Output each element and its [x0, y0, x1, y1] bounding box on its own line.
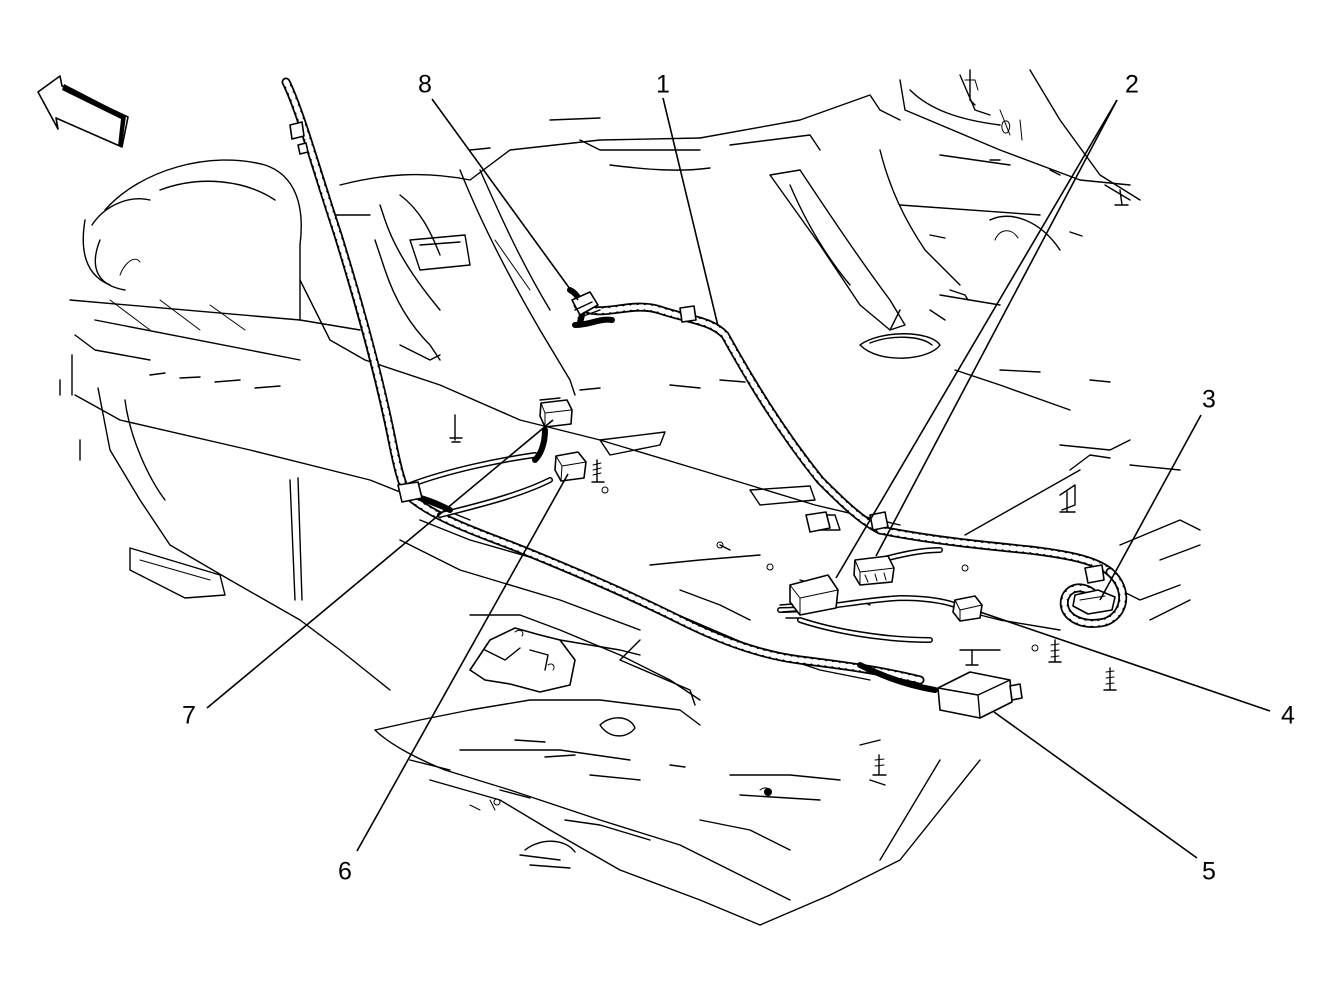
callout-labels: 1 2 3 4 5 6 7 8 — [182, 71, 1295, 886]
leader-2b — [875, 99, 1118, 557]
component-connector-2a — [779, 574, 839, 619]
component-module-5 — [937, 671, 1023, 719]
callout-6: 6 — [338, 858, 352, 886]
component-connector-4 — [952, 595, 983, 622]
leader-2a — [835, 99, 1118, 579]
callout-3: 3 — [1202, 386, 1216, 414]
front-direction-arrow-icon — [37, 75, 129, 148]
leader-8 — [431, 98, 579, 301]
callout-7: 7 — [182, 702, 196, 730]
component-connector-6 — [554, 451, 587, 482]
component-connector-3 — [1072, 589, 1116, 615]
callout-2: 2 — [1125, 71, 1139, 99]
callout-4: 4 — [1281, 702, 1295, 730]
leader-lines — [206, 97, 1271, 859]
leader-6 — [356, 473, 569, 852]
component-connector-7 — [539, 399, 573, 428]
leader-4 — [979, 611, 1271, 712]
leader-3 — [1099, 414, 1202, 601]
callout-1: 1 — [656, 71, 670, 99]
leader-7 — [206, 419, 554, 709]
floor-pan-outline — [59, 69, 1201, 926]
leader-5 — [993, 711, 1198, 859]
leader-1 — [662, 97, 719, 327]
callout-5: 5 — [1202, 858, 1216, 886]
component-connector-2b — [853, 555, 895, 586]
callout-8: 8 — [418, 71, 432, 99]
